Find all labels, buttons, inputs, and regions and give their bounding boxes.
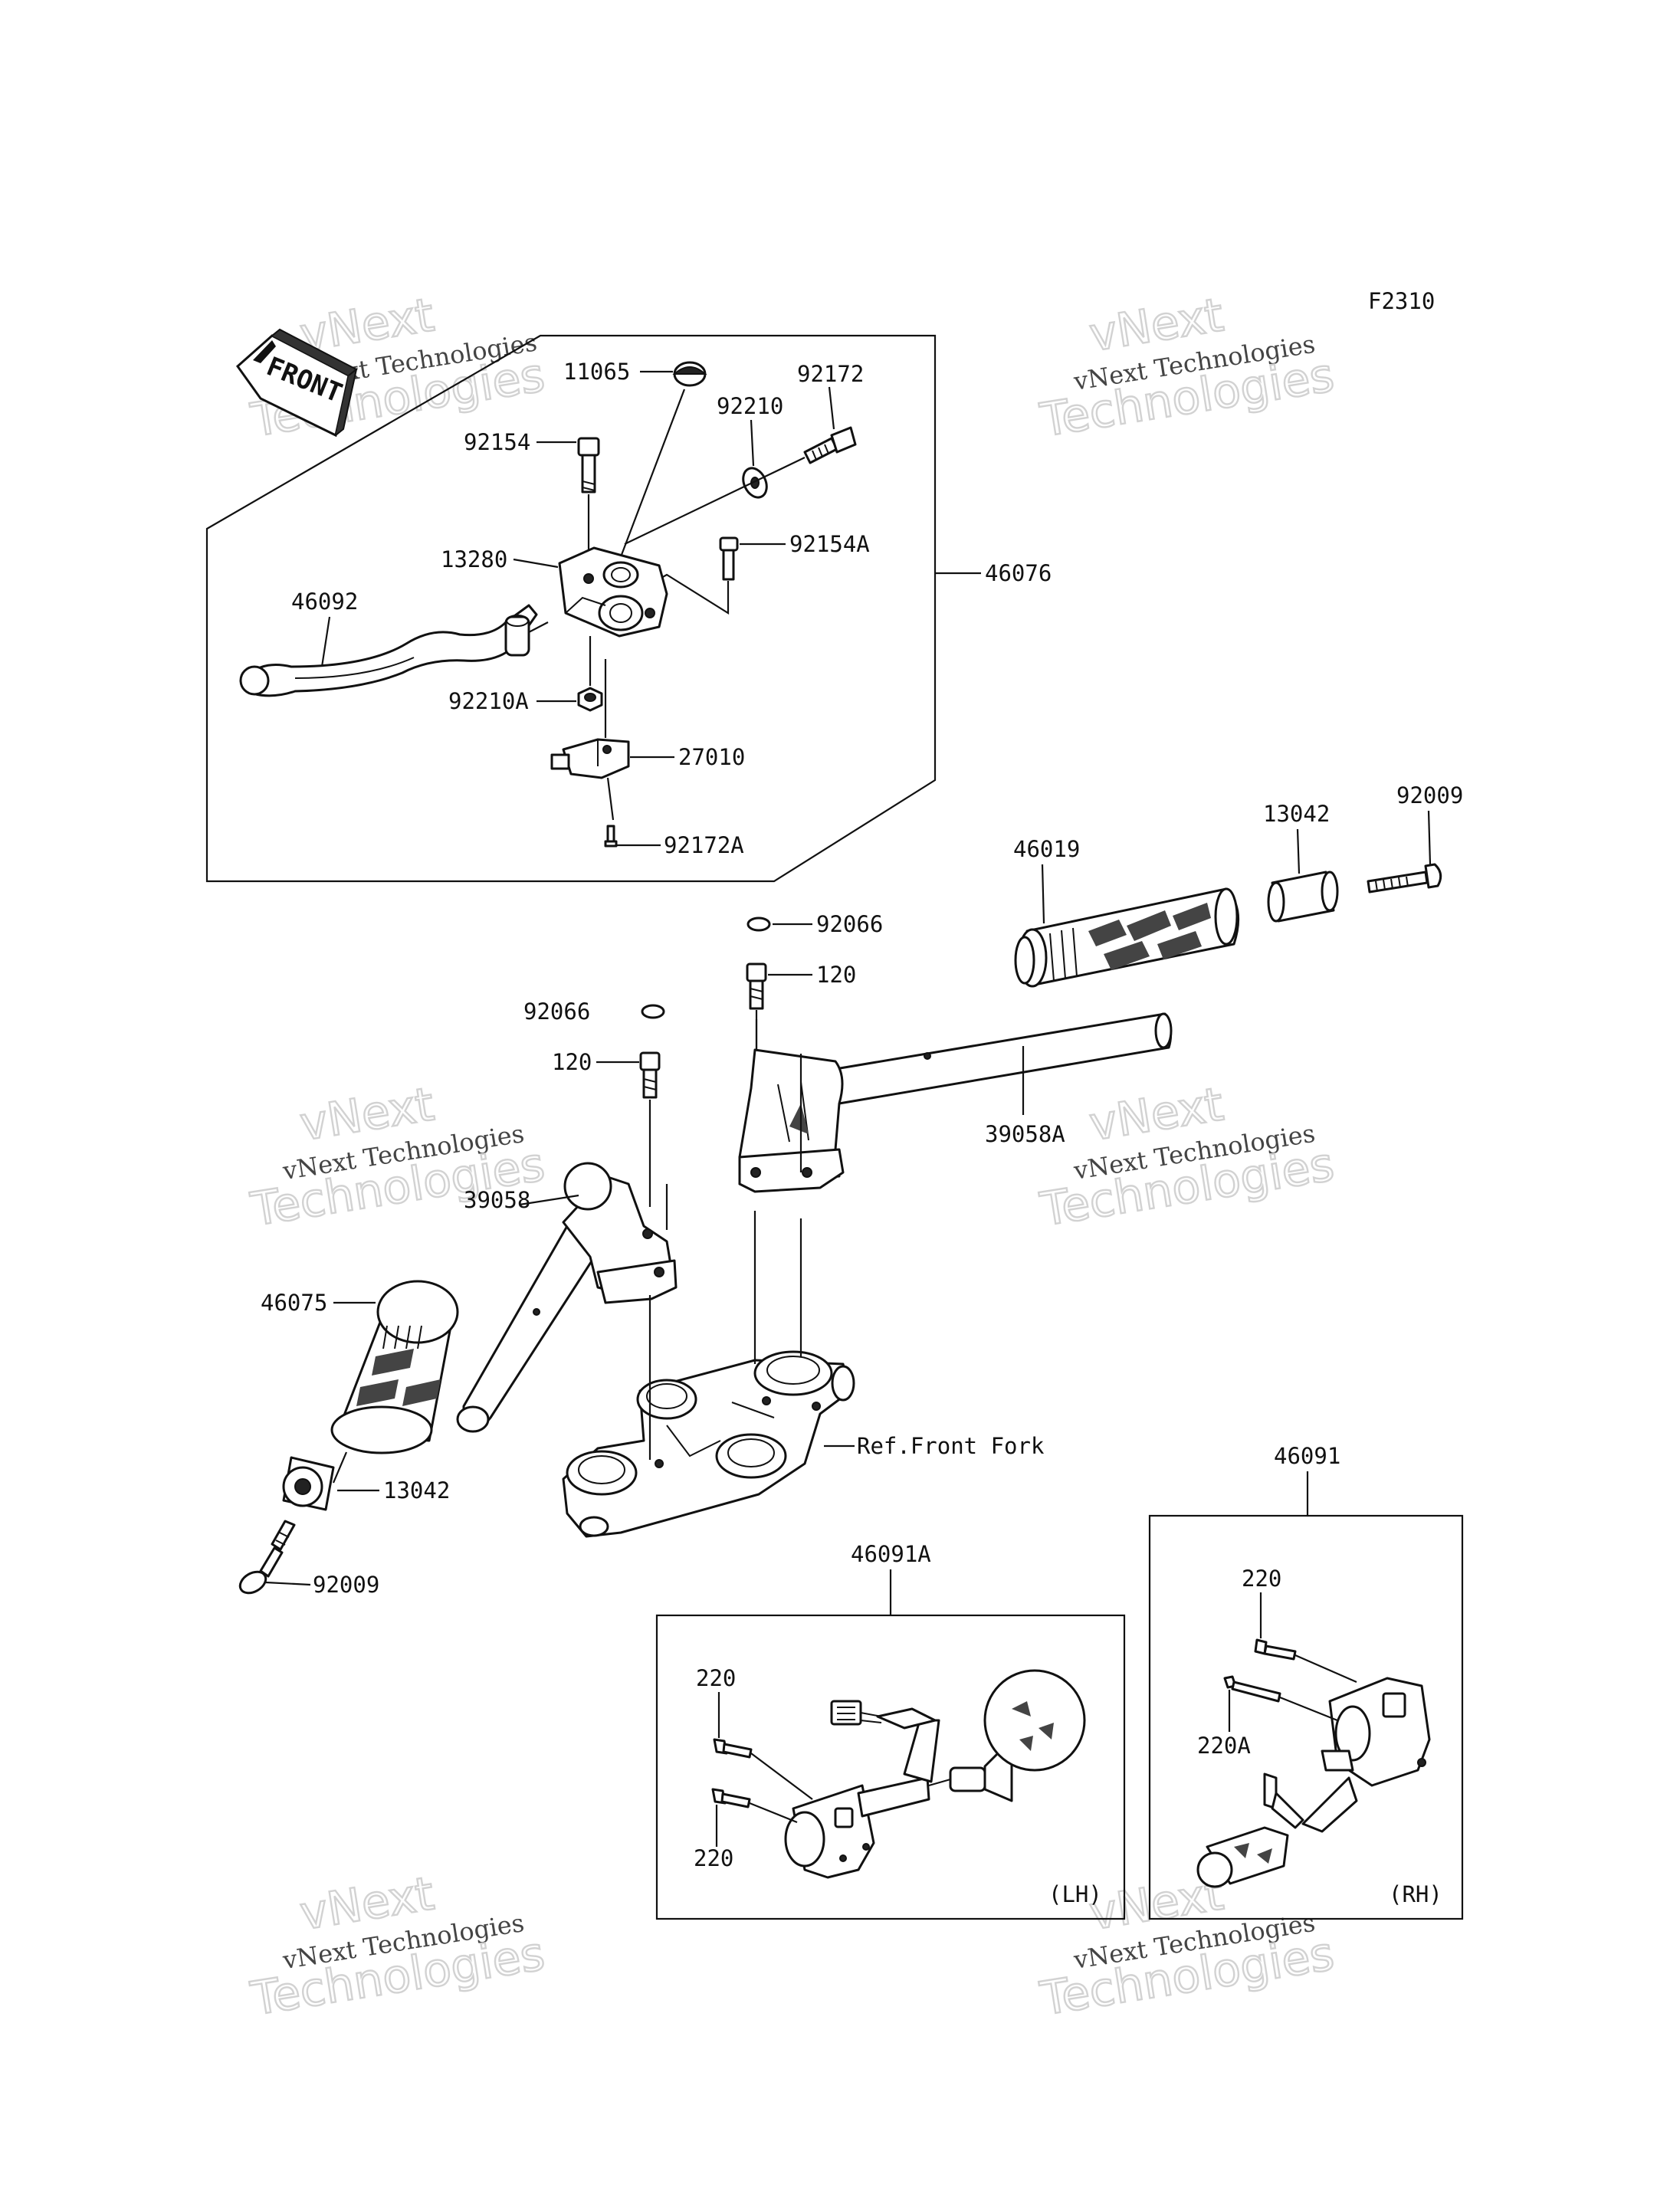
part-39058-left-handlebar — [456, 1162, 678, 1433]
part-92154A-bolt — [719, 536, 739, 581]
label-39058A: 39058A — [985, 1121, 1065, 1147]
label-92172: 92172 — [797, 361, 864, 387]
label-220A: 220A — [1197, 1733, 1251, 1759]
part-120-left-bolt — [639, 1051, 661, 1099]
label-13042-right: 13042 — [1263, 801, 1330, 827]
front-arrow-icon: FRONT — [235, 328, 358, 438]
part-46075-left-grip — [330, 1280, 459, 1454]
part-13042-right-weight — [1267, 871, 1339, 923]
watermark-top-right: vNext vNext Technologies Technologies — [1035, 287, 1338, 448]
part-46091A-lh-switch — [784, 1669, 1086, 1879]
label-ref-front-fork: Ref.Front Fork — [857, 1433, 1045, 1459]
label-13280: 13280 — [441, 546, 507, 572]
label-lh: (LH) — [1048, 1881, 1102, 1907]
label-46019: 46019 — [1013, 836, 1080, 862]
label-92066-left: 92066 — [523, 998, 590, 1025]
part-92210A-nut — [577, 687, 603, 712]
label-120-right: 120 — [816, 962, 856, 988]
rh-switch-box — [1148, 1514, 1464, 1920]
label-46076: 46076 — [985, 560, 1052, 586]
label-39058: 39058 — [464, 1187, 530, 1213]
label-92009-left: 92009 — [313, 1572, 379, 1598]
label-rh: (RH) — [1389, 1881, 1442, 1907]
part-92009-right-screw — [1367, 863, 1442, 894]
label-46092: 46092 — [291, 589, 358, 615]
label-220-lh-top: 220 — [696, 1665, 736, 1691]
part-92172-screw — [803, 426, 857, 464]
part-46092-lever — [239, 604, 538, 697]
label-13042-left: 13042 — [383, 1477, 450, 1503]
label-220-lh-bottom: 220 — [694, 1845, 733, 1871]
label-120-left: 120 — [552, 1049, 592, 1075]
part-92210-washer — [742, 467, 768, 499]
label-92154: 92154 — [464, 429, 530, 455]
part-46019-right-grip — [1014, 887, 1240, 988]
label-92210A: 92210A — [448, 688, 529, 714]
part-220A-rh-screw — [1223, 1675, 1281, 1703]
label-92172A: 92172A — [664, 832, 744, 858]
lever-assembly-box — [205, 334, 937, 883]
part-92066-right-washer — [746, 917, 771, 932]
label-92154A: 92154A — [789, 531, 870, 557]
label-11065: 11065 — [563, 359, 630, 385]
label-92009-right: 92009 — [1396, 782, 1463, 808]
part-39058A-right-handlebar — [738, 1012, 1173, 1193]
part-46091-rh-switch — [1196, 1677, 1431, 1888]
part-11065-cap — [672, 361, 707, 387]
label-46075: 46075 — [261, 1290, 327, 1316]
part-92154-bolt — [577, 437, 600, 494]
part-27010-switch — [550, 738, 630, 779]
label-92066-right: 92066 — [816, 911, 883, 937]
figure-code: F2310 — [1368, 288, 1435, 314]
part-220-rh-screw — [1254, 1638, 1297, 1661]
watermark-bottom-right: vNext vNext Technologies Technologies — [1035, 1866, 1338, 2027]
label-46091: 46091 — [1274, 1443, 1340, 1469]
part-13280-holder — [558, 546, 668, 638]
part-92066-left-washer — [641, 1004, 665, 1019]
label-92210: 92210 — [717, 393, 783, 419]
watermark-mid-right: vNext vNext Technologies Technologies — [1035, 1077, 1338, 1238]
part-13042-left-weight — [282, 1456, 335, 1511]
part-120-right-bolt — [746, 962, 767, 1010]
part-92009-left-screw — [238, 1520, 296, 1595]
part-220-lh-top-screw — [713, 1738, 753, 1759]
part-triple-clamp — [562, 1350, 855, 1538]
part-220-lh-bottom-screw — [711, 1788, 751, 1808]
label-27010: 27010 — [678, 744, 745, 770]
watermark-bottom-left: vNext vNext Technologies Technologies — [246, 1866, 549, 2027]
label-220-rh: 220 — [1242, 1566, 1281, 1592]
part-92172A-screw — [604, 825, 618, 848]
label-46091A: 46091A — [851, 1541, 931, 1567]
